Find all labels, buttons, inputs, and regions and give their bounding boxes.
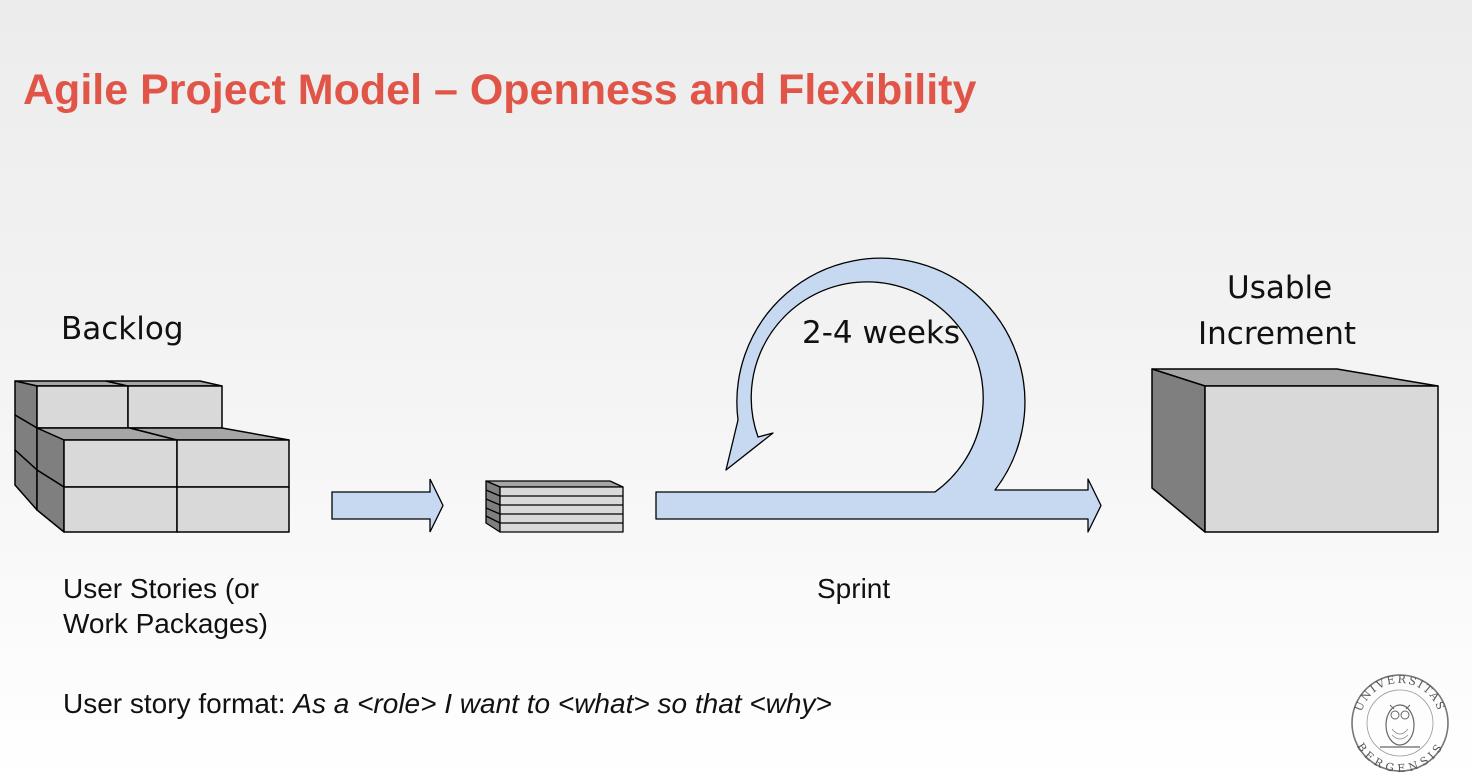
user-story-format-prefix: User story format:: [63, 688, 294, 719]
usable-increment-box-icon: [1151, 368, 1439, 533]
seal-text-bottom: BERGENSIS: [1354, 741, 1444, 776]
svg-text:UNIVERSITAS: UNIVERSITAS: [1352, 673, 1448, 714]
sprint-backlog-stack-icon: [485, 480, 624, 533]
svg-text:BERGENSIS: BERGENSIS: [1354, 741, 1446, 776]
backlog-label: Backlog: [61, 311, 184, 347]
university-seal-logo: UNIVERSITAS BERGENSIS: [1351, 673, 1449, 776]
user-story-format: User story format: As a <role> I want to…: [63, 688, 832, 720]
cycle-duration-label: 2-4 weeks: [802, 315, 961, 351]
seal-text-top: UNIVERSITAS: [1352, 673, 1446, 714]
sprint-cycle-loop-arrow-icon: [655, 257, 1102, 533]
usable-increment-label-line-1: Usable: [1227, 270, 1333, 306]
user-stories-label-line-2: Work Packages): [63, 608, 268, 639]
sprint-label: Sprint: [817, 573, 891, 604]
slide-title: Agile Project Model – Openness and Flexi…: [23, 66, 977, 114]
usable-increment-label-line-2: Increment: [1198, 316, 1357, 352]
user-story-format-template: As a <role> I want to <what> so that <wh…: [293, 688, 832, 719]
user-stories-label-line-1: User Stories (or: [63, 573, 260, 604]
backlog-to-sprint-arrow-icon: [331, 478, 444, 533]
backlog-boxes-icon: [14, 380, 290, 533]
